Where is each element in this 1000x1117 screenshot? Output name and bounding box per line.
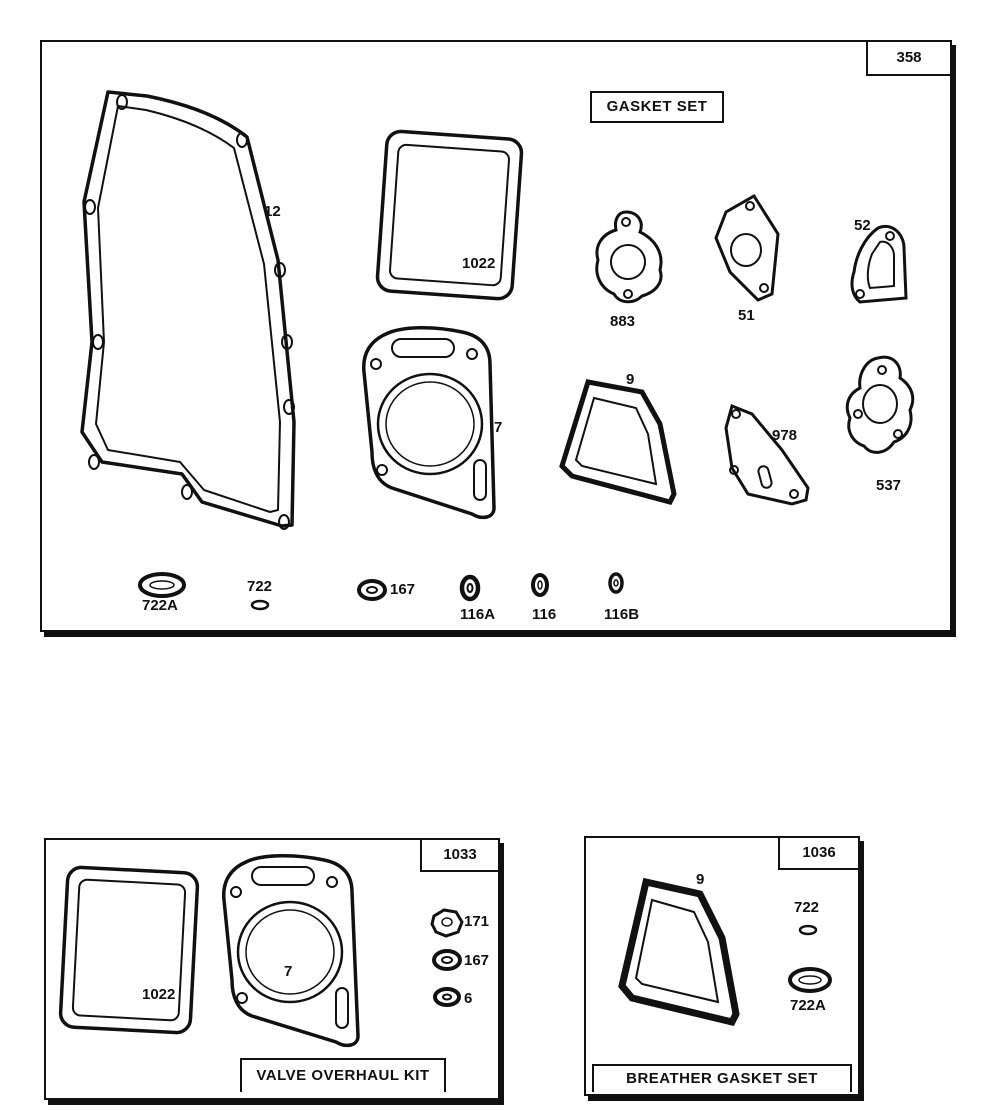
breather-gasket-set-title: BREATHER GASKET SET — [592, 1064, 852, 1092]
part-label-722A: 722A — [142, 597, 178, 614]
valve-kit-drawing — [58, 853, 464, 1048]
gasket-set-title: GASKET SET — [590, 91, 724, 123]
gasket-set-panel: 358 GASKET SET — [40, 40, 952, 632]
kit-number-358: 358 — [866, 42, 950, 76]
washer-6 — [433, 987, 461, 1007]
gasket-537 — [845, 355, 915, 454]
part-label-167: 167 — [464, 952, 490, 969]
part-label-1022: 1022 — [462, 255, 496, 272]
breather-gasket-9 — [559, 379, 677, 505]
gasket-51 — [714, 193, 780, 302]
part-label-9: 9 — [696, 871, 705, 888]
bolt-hole — [281, 334, 293, 350]
seal-167 — [357, 579, 387, 601]
kit-number-1036: 1036 — [778, 838, 858, 870]
part-label-978: 978 — [772, 427, 798, 444]
bolt-hole — [116, 94, 128, 110]
breather-kit-drawing — [618, 877, 832, 1027]
valve-overhaul-kit-panel: 1033 VALVE OVERHAUL KIT 10 — [44, 838, 500, 1100]
bolt-hole — [274, 262, 286, 278]
washer-116A — [459, 574, 481, 602]
breather-gasket-set-panel: 1036 BREATHER GASKET SET 9 722 722A — [584, 836, 860, 1096]
part-label-116: 116 — [532, 606, 557, 623]
head-gasket-7 — [362, 325, 496, 520]
seal-722A — [788, 967, 832, 993]
washer-116 — [531, 573, 549, 597]
part-label-51: 51 — [738, 307, 755, 324]
seal-722 — [250, 599, 270, 611]
seal-167 — [432, 949, 462, 971]
bolt-hole — [181, 484, 193, 500]
part-label-167: 167 — [390, 581, 416, 598]
part-label-116A: 116A — [460, 606, 496, 623]
seal-722 — [798, 924, 818, 936]
part-label-12: 12 — [264, 203, 281, 220]
gasket-883 — [595, 210, 663, 304]
part-label-722: 722 — [794, 899, 820, 916]
part-label-722: 722 — [247, 578, 273, 595]
bolt-hole — [236, 132, 248, 148]
seal-722A — [138, 572, 186, 598]
bolt-hole — [88, 454, 100, 470]
crankcase-gasket-12 — [80, 90, 296, 530]
part-label-171: 171 — [464, 913, 490, 930]
part-label-6: 6 — [464, 990, 473, 1007]
plate-978 — [724, 403, 810, 506]
bolt-hole — [278, 514, 290, 530]
head-gasket-7 — [222, 853, 360, 1048]
part-label-116B: 116B — [604, 606, 640, 623]
part-label-537: 537 — [876, 477, 902, 494]
part-label-52: 52 — [854, 217, 871, 234]
gasket-1022 — [58, 865, 200, 1035]
part-label-7: 7 — [284, 963, 293, 980]
bolt-hole — [84, 199, 96, 215]
gasket-52 — [850, 225, 908, 304]
kit-number-1033: 1033 — [420, 840, 498, 872]
part-label-883: 883 — [610, 313, 636, 330]
nut-171 — [430, 908, 464, 938]
bolt-hole — [92, 334, 104, 350]
part-label-722A: 722A — [790, 997, 826, 1014]
breather-gasket-9 — [618, 877, 740, 1027]
part-label-1022: 1022 — [142, 986, 176, 1003]
gasket-1022 — [375, 129, 524, 301]
valve-overhaul-kit-title: VALVE OVERHAUL KIT — [240, 1058, 446, 1092]
gasket-set-drawing — [80, 90, 915, 611]
washer-116B — [608, 572, 624, 594]
part-label-9: 9 — [626, 371, 635, 388]
bolt-hole — [283, 399, 295, 415]
part-label-7: 7 — [494, 419, 503, 436]
